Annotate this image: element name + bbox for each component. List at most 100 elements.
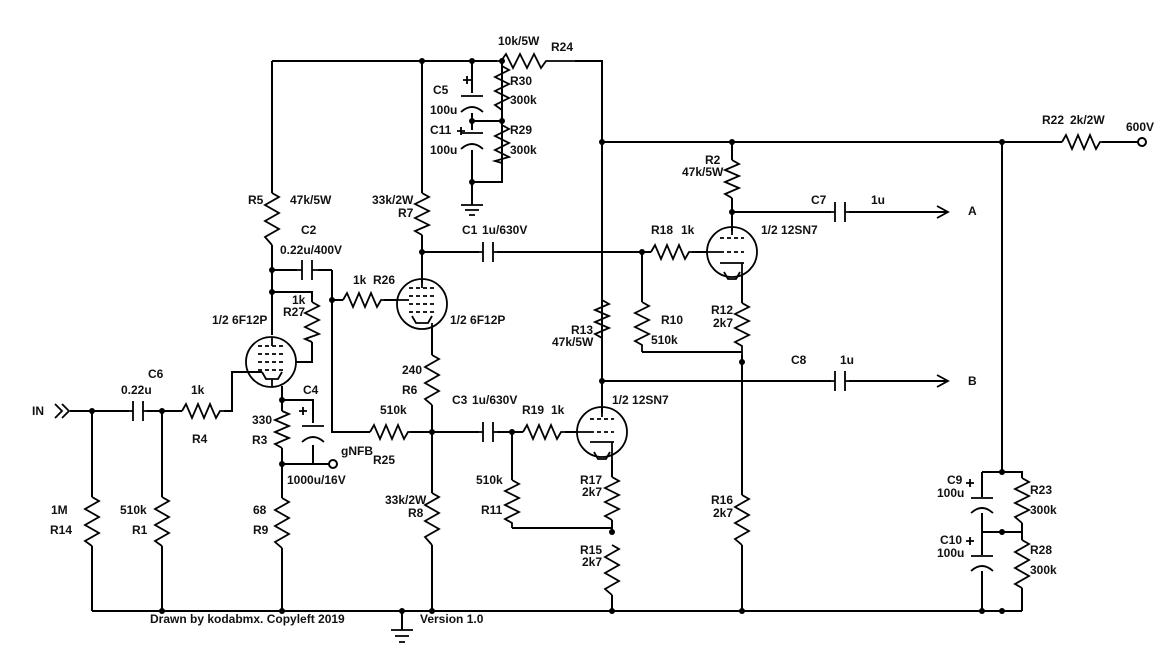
resistor-r1-symbol <box>153 496 171 547</box>
resistor-r26-symbol <box>342 290 384 310</box>
resistor-r9-symbol <box>273 497 291 549</box>
capacitor-c1-symbol <box>479 242 497 262</box>
c8-value: 1u <box>840 353 854 367</box>
c9-ref: C9 <box>947 473 963 487</box>
tube-v1b-label: 1/2 6F12P <box>450 313 505 327</box>
credit-label: Drawn by kodabmx. Copyleft 2019 <box>150 612 345 626</box>
c1-ref: C1 <box>462 223 478 237</box>
r9-value: 68 <box>253 503 267 517</box>
r12-ref: R12 <box>711 303 733 317</box>
r1-ref: R1 <box>132 523 148 537</box>
resistor-r14-symbol <box>83 496 101 547</box>
resistor-r28-symbol <box>1013 539 1031 589</box>
supply-terminal-icon <box>1137 137 1147 147</box>
r10-value: 510k <box>651 333 678 347</box>
r3-value: 330 <box>252 413 272 427</box>
r19-value: 1k <box>551 403 565 417</box>
r13-value: 47k/5W <box>552 335 594 349</box>
c5-ref: C5 <box>433 83 449 97</box>
c2-value: 0.22u/400V <box>280 243 342 257</box>
r8-ref: R8 <box>408 506 424 520</box>
r7-ref: R7 <box>398 206 414 220</box>
resistor-r6-symbol <box>423 354 441 406</box>
r17-ref: R17 <box>580 473 602 487</box>
output-a-label: A <box>968 204 977 218</box>
c6-value: 0.22u <box>121 383 152 397</box>
r8-value: 33k/2W <box>385 493 427 507</box>
resistor-r22-symbol <box>1061 132 1102 152</box>
r14-value: 1M <box>51 503 68 517</box>
capacitor-c6-symbol <box>129 401 147 421</box>
tube-v2b-label: 1/2 12SN7 <box>612 393 669 407</box>
wires <box>70 60 1138 630</box>
c11-value: 100u <box>430 143 457 157</box>
terminals <box>54 137 1147 643</box>
capacitor-c2-symbol <box>297 260 318 280</box>
junctions <box>89 58 1005 614</box>
capacitor-c10-symbol <box>966 537 994 572</box>
r15-value: 2k7 <box>582 555 602 569</box>
tube-12sn7-stage3 <box>576 406 628 460</box>
r23-value: 300k <box>1030 503 1057 517</box>
r25-ref: R25 <box>373 453 395 467</box>
r30-ref: R30 <box>510 74 532 88</box>
resistor-r5-symbol <box>263 192 281 246</box>
resistor-r4-symbol <box>181 401 224 421</box>
r5-ref: R5 <box>248 193 264 207</box>
r27-ref: R27 <box>283 305 305 319</box>
r28-ref: R28 <box>1030 543 1052 557</box>
r27-value: 1k <box>292 293 306 307</box>
r29-ref: R29 <box>510 123 532 137</box>
r2-ref: R2 <box>705 153 721 167</box>
capacitor-c8-symbol <box>831 371 849 391</box>
r28-value: 300k <box>1030 563 1057 577</box>
resistor-r8-symbol <box>423 492 441 546</box>
resistors <box>83 51 1102 596</box>
r6-ref: R6 <box>402 383 418 397</box>
c8-ref: C8 <box>791 353 807 367</box>
text-labels: IN A B 600V gNFB Drawn by kodabmx. Copyl… <box>32 34 1154 626</box>
r3-ref: R3 <box>252 433 268 447</box>
capacitor-c9-symbol <box>966 479 994 514</box>
r24-value: 10k/5W <box>498 34 540 48</box>
c3-value: 1u/630V <box>472 393 517 407</box>
r2-value: 47k/5W <box>682 165 724 179</box>
input-chevron-icon <box>54 403 71 419</box>
output-a-arrow-icon <box>936 205 950 219</box>
r24-ref: R24 <box>551 40 573 54</box>
c2-ref: C2 <box>301 223 317 237</box>
r11-ref: R11 <box>481 503 503 517</box>
resistor-r3-symbol <box>272 410 292 449</box>
capacitor-c4-symbol <box>299 407 325 443</box>
c7-ref: C7 <box>811 193 827 207</box>
r19-ref: R19 <box>522 403 544 417</box>
r4-ref: R4 <box>192 432 208 446</box>
r9-ref: R9 <box>253 523 269 537</box>
output-b-arrow-icon <box>936 374 950 388</box>
r10-ref: R10 <box>661 313 683 327</box>
capacitors <box>129 76 994 572</box>
r16-ref: R16 <box>711 493 733 507</box>
capacitor-c5-symbol <box>460 76 484 113</box>
supply-voltage-label: 600V <box>1126 120 1154 134</box>
r23-ref: R23 <box>1030 483 1052 497</box>
resistor-r24-symbol <box>497 51 575 71</box>
r14-ref: R14 <box>50 523 72 537</box>
resistor-r29-symbol <box>491 121 512 164</box>
c10-value: 100u <box>937 546 964 560</box>
c1-value: 1u/630V <box>482 223 527 237</box>
resistor-r16-symbol <box>733 494 751 546</box>
tube-6f12p-stage1 <box>245 336 297 388</box>
r26-ref: R26 <box>373 273 395 287</box>
output-b-label: B <box>968 374 977 388</box>
r26-value: 1k <box>353 273 367 287</box>
top-rail <box>272 60 603 381</box>
r22-ref: R22 <box>1042 113 1064 127</box>
resistor-r17-symbol <box>602 476 622 521</box>
c4-value: 1000u/16V <box>287 473 346 487</box>
gnfb-terminal-icon <box>328 459 338 469</box>
ground-icon <box>391 629 413 643</box>
c5-value: 100u <box>430 103 457 117</box>
c10-ref: C10 <box>940 533 962 547</box>
